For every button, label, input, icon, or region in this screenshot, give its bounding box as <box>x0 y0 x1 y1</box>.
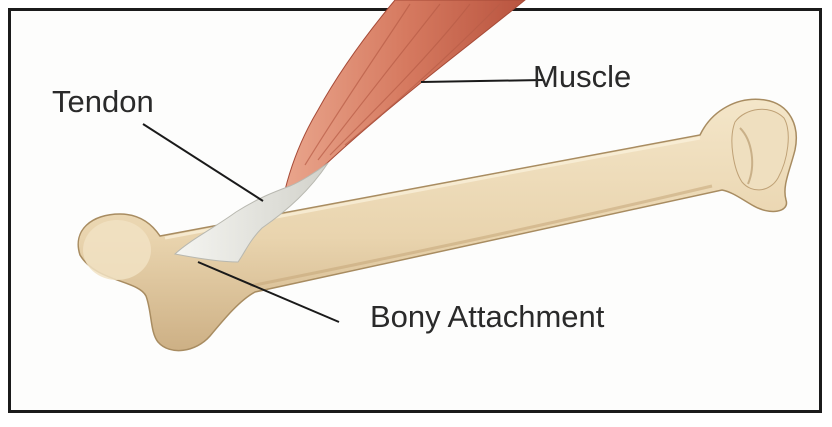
tendon-label: Tendon <box>52 86 154 117</box>
muscle-leader-line <box>421 80 543 82</box>
tendon-leader-line <box>143 124 263 201</box>
bone-head <box>83 220 151 280</box>
muscle-label: Muscle <box>533 61 631 92</box>
bony-attachment-label: Bony Attachment <box>370 301 604 332</box>
muscle-belly <box>285 0 525 190</box>
